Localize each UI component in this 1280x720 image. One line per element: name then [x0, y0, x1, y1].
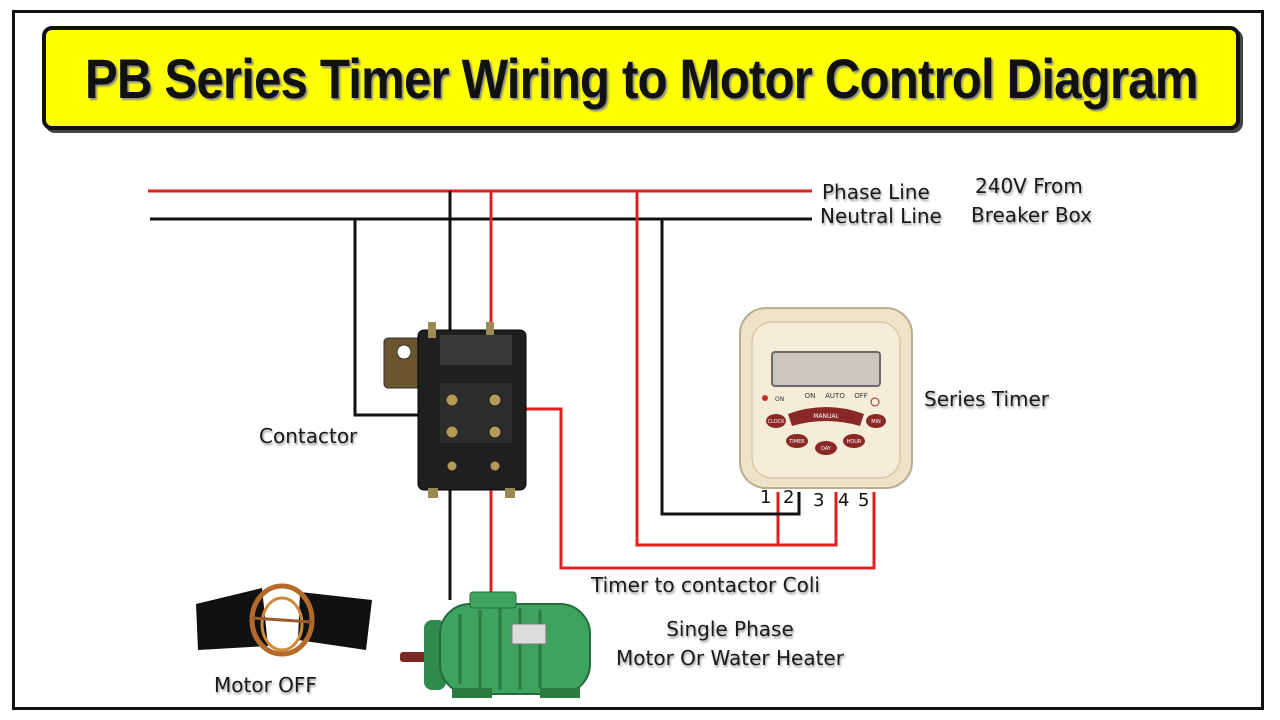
terminal-2-label: 2	[783, 487, 794, 508]
neutral-to-timer-wire	[660, 219, 801, 516]
load-label-line1: Single Phase	[666, 617, 794, 641]
timer-button-day-label: DAY	[821, 446, 832, 452]
phase-line-label: Phase Line	[822, 180, 930, 204]
series-timer-image: ON AUTO OFF ON MANUAL CLOCK TIMER DAY HO…	[739, 307, 913, 489]
contactor-image	[383, 322, 527, 498]
contactor-label: Contactor	[259, 424, 358, 448]
series-timer-label: Series Timer	[924, 387, 1050, 411]
timer-mode-on: ON	[805, 392, 816, 400]
terminal-5-label: 5	[858, 490, 869, 511]
timer-button-clock-label: CLOCK	[768, 419, 786, 425]
neutral-line-label: Neutral Line	[820, 204, 942, 228]
timer-manual-label: MANUAL	[813, 413, 839, 420]
terminal-1-label: 1	[760, 487, 771, 508]
diagram-frame	[12, 10, 1264, 710]
timer-button-min-label: MIN	[871, 419, 881, 425]
supply-label-line2: Breaker Box	[971, 203, 1092, 227]
timer-on-led-label: ON	[775, 396, 784, 403]
neutral-to-coil-wire	[353, 219, 445, 417]
timer-button-hour[interactable]: HOUR	[843, 434, 865, 448]
phase-to-timer-wire	[635, 191, 838, 547]
load-label-line2: Motor Or Water Heater	[616, 646, 844, 670]
title-banner: PB Series Timer Wiring to Motor Control …	[42, 26, 1240, 130]
timer-mode-off: OFF	[854, 392, 868, 400]
motor-off-label: Motor OFF	[214, 673, 317, 697]
timer-manual-arc	[788, 407, 864, 426]
timer-button-clock[interactable]: CLOCK	[766, 414, 786, 428]
timer-button-hour-label: HOUR	[847, 439, 862, 445]
terminal-4-label: 4	[838, 490, 849, 511]
terminal-3-label: 3	[813, 490, 824, 511]
motor-image	[400, 591, 591, 698]
supply-label-line1: 240V From	[975, 174, 1083, 198]
timer-button-min[interactable]: MIN	[866, 414, 886, 428]
timer-button-day[interactable]: DAY	[815, 441, 837, 455]
timer-button-timer[interactable]: TIMER	[786, 434, 808, 448]
timer-off-icon	[870, 397, 880, 407]
timer-mode-auto: AUTO	[825, 392, 845, 400]
timer-on-led	[762, 395, 768, 401]
timer-to-coil-wire	[515, 407, 876, 570]
motor-off-image	[196, 583, 372, 657]
timer-to-contactor-label: Timer to contactor Coli	[591, 573, 820, 597]
diagram-title: PB Series Timer Wiring to Motor Control …	[84, 46, 1199, 110]
timer-button-timer-label: TIMER	[788, 439, 805, 445]
